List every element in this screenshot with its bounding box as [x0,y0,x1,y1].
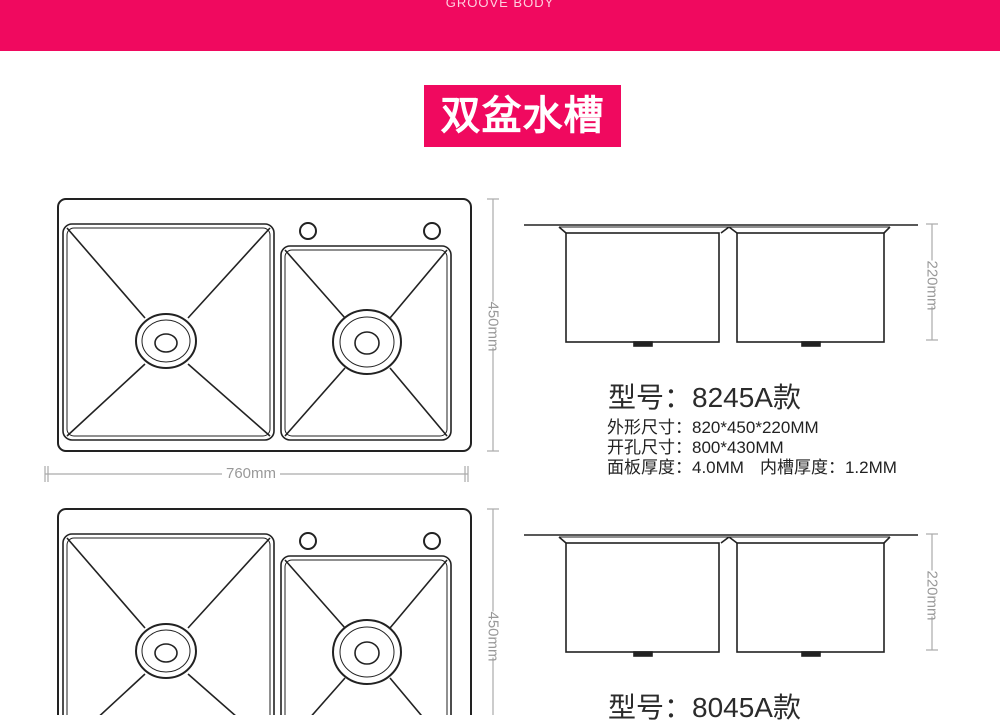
height-dimension-label: 450mm [482,611,504,662]
height-dimension-label: 450mm [482,301,504,352]
depth-dimension-label: 220mm [921,570,943,621]
page-title: 双盆水槽 [424,85,621,147]
spec-list: 外形尺寸：820*450*220MM 开孔尺寸：800*430MM 面板厚度：4… [607,418,897,478]
top-banner: GROOVE BODY [0,0,1000,51]
spec-row: 外形尺寸：820*450*220MM [607,418,819,438]
top-view-sink-1 [44,198,499,482]
model-name: 型号：8045A款 [608,692,801,723]
top-view-sink-2 [57,508,499,715]
depth-dimension-label: 220mm [921,260,943,311]
side-view-sink-2 [524,533,938,657]
banner-text: GROOVE BODY [445,0,555,10]
side-view-sink-1 [524,223,938,347]
width-dimension-label: 760mm [222,465,281,482]
spec-row: 开孔尺寸：800*430MM [607,438,784,458]
model-name: 型号：8245A款 [608,382,801,413]
